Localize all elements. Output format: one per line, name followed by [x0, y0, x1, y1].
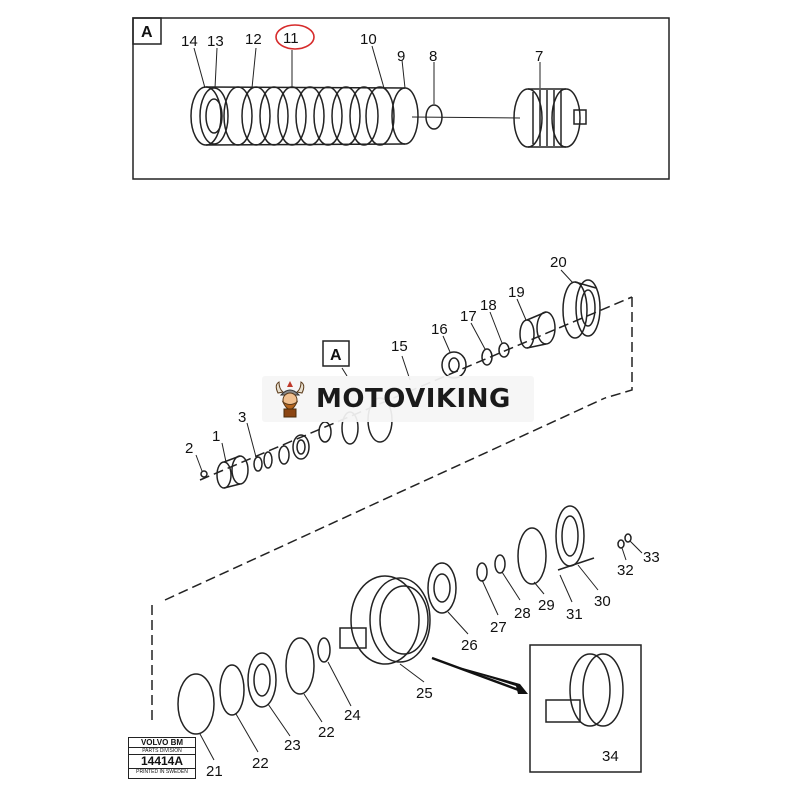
part-label-10: 10: [360, 31, 377, 48]
assembly-connectors: [151, 296, 633, 722]
part-label-14: 14: [181, 33, 198, 50]
inset-pointer-line: [431, 656, 525, 694]
inset-gear-34: [545, 653, 624, 727]
watermark-text: MOTOVIKING: [316, 384, 511, 414]
part-label-33: 33: [643, 549, 660, 566]
part-label-26: 26: [461, 637, 478, 654]
detail-box-label: A: [141, 24, 153, 41]
inset-box-frame: [529, 644, 642, 773]
stamp-division: PARTS DIVISION: [142, 748, 182, 754]
part-label-3: 3: [238, 409, 246, 426]
part-label-16: 16: [431, 321, 448, 338]
watermark-banner: MOTOVIKING: [262, 376, 534, 422]
clutch-plate-stack: [190, 86, 419, 146]
part-label-1: 1: [212, 428, 220, 445]
part-label-20: 20: [550, 254, 567, 271]
lower-leaders: [199, 540, 643, 761]
part-label-23: 23: [284, 737, 301, 754]
part-label-22a: 22: [252, 755, 269, 772]
clutch-drum-7: [513, 88, 587, 148]
detail-leaders: [193, 45, 541, 104]
callout-label: A: [330, 347, 342, 364]
part-label-21: 21: [206, 763, 223, 780]
part-label-15: 15: [391, 338, 408, 355]
part-label-18: 18: [480, 297, 497, 314]
viking-mascot-icon: [275, 381, 305, 418]
detail-box-frame: [132, 17, 670, 180]
part-label-31: 31: [566, 606, 583, 623]
publisher-stamp: VOLVO BM PARTS DIVISION 14414A PRINTED I…: [128, 737, 196, 779]
part-label-13: 13: [207, 33, 224, 50]
part-label-25: 25: [416, 685, 433, 702]
part-label-11: 11: [283, 30, 299, 47]
part-label-19: 19: [508, 284, 525, 301]
detail-box-label-frame: [132, 17, 162, 45]
part-label-30: 30: [594, 593, 611, 610]
part-label-2: 2: [185, 440, 193, 457]
part-label-24: 24: [344, 707, 361, 724]
part-label-12: 12: [245, 31, 262, 48]
part-label-29: 29: [538, 597, 555, 614]
stamp-brand: VOLVO BM: [129, 738, 195, 748]
part-label-27: 27: [490, 619, 507, 636]
part-label-9: 9: [397, 48, 405, 65]
part-label-32: 32: [617, 562, 634, 579]
callout-box-frame: [322, 340, 350, 367]
lower-shaft-assembly: [177, 505, 632, 735]
upper-shaft-assembly: [200, 279, 601, 489]
part-label-34: 34: [602, 748, 619, 765]
part-label-8: 8: [429, 48, 437, 65]
part-label-17: 17: [460, 308, 477, 325]
highlight-circle-part-11: [275, 24, 315, 50]
part-label-7: 7: [535, 48, 543, 65]
part-label-28: 28: [514, 605, 531, 622]
stamp-printed: PRINTED IN SWEDEN: [136, 769, 188, 775]
stamp-code: 14414A: [129, 754, 195, 769]
part-label-22b: 22: [318, 724, 335, 741]
